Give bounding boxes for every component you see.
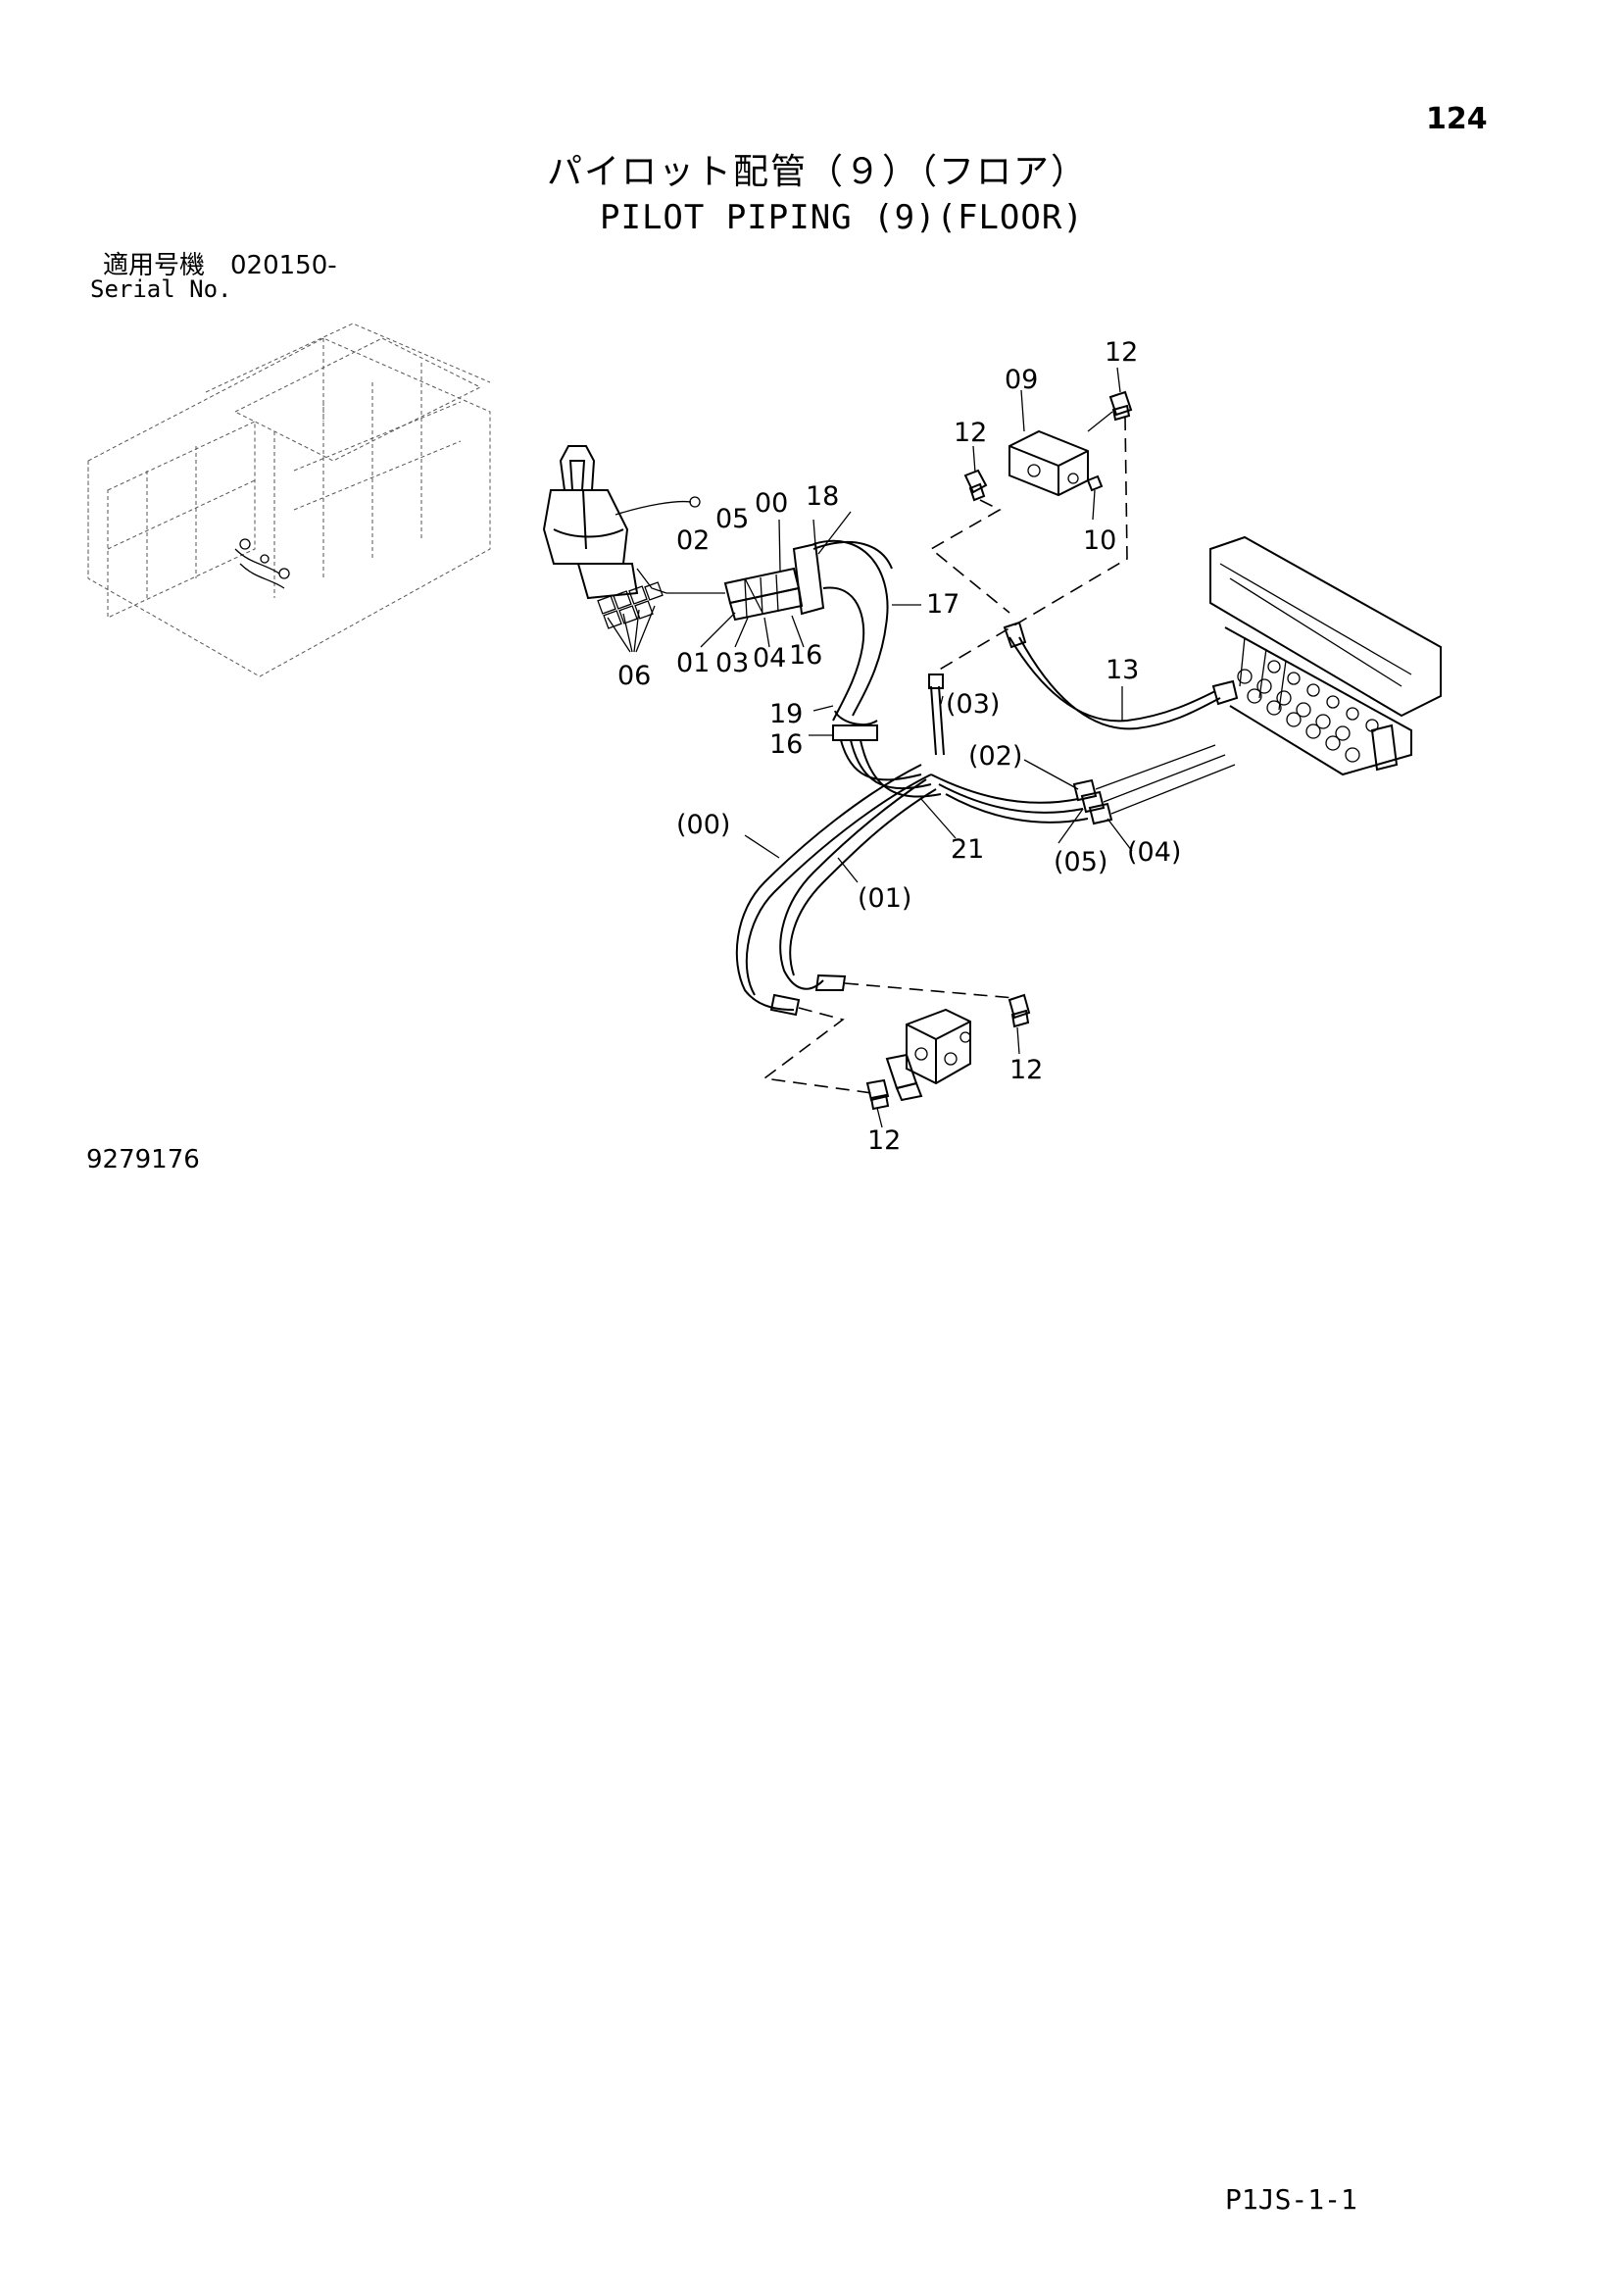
part-label-04-paren: (04) <box>1127 837 1181 868</box>
part-label-21: 21 <box>951 834 984 865</box>
part-label-12: 12 <box>1105 337 1138 368</box>
part-label-02-paren: (02) <box>968 741 1022 772</box>
document-number: 9279176 <box>86 1145 200 1174</box>
part-label-12: 12 <box>954 418 987 448</box>
block-09-assembly <box>929 390 1133 673</box>
part-label-18: 18 <box>806 481 839 512</box>
label-leaders <box>700 367 1133 1128</box>
part-label-01: 01 <box>676 648 710 678</box>
part-label-00-paren: (00) <box>676 810 730 840</box>
hose-end-fittings <box>1072 744 1236 825</box>
part-label-03: 03 <box>715 648 749 678</box>
part-label-03-paren: (03) <box>946 689 1000 720</box>
footer-code: P1JS-1-1 <box>1225 2183 1357 2216</box>
title-japanese: パイロット配管（９）（フロア） <box>547 152 1089 192</box>
part-label-16: 16 <box>769 729 803 760</box>
machine-overview-sketch <box>87 323 491 677</box>
part-label-12: 12 <box>867 1125 901 1156</box>
serial-no-label: Serial No. <box>90 275 232 303</box>
part-label-00: 00 <box>755 488 788 519</box>
serial-applicable-label: 適用号機 020150- <box>103 251 337 280</box>
part-label-01-paren: (01) <box>858 883 911 914</box>
lower-valve-block <box>762 982 1031 1111</box>
part-label-09: 09 <box>1005 365 1038 395</box>
pilot-valve-joystick <box>542 445 725 653</box>
page-number: 124 <box>1426 102 1488 136</box>
part-label-02: 02 <box>676 525 710 556</box>
hose-13 <box>1003 621 1239 730</box>
part-label-06: 06 <box>617 661 651 691</box>
part-labels: 12 09 12 10 05 00 18 02 17 01 03 04 16 0… <box>617 337 1181 1156</box>
part-label-12: 12 <box>1009 1055 1043 1085</box>
title-english: PILOT PIPING (9)(FLOOR) <box>600 198 1084 237</box>
part-label-05-paren: (05) <box>1054 847 1107 877</box>
pilot-hoses <box>735 674 1089 1017</box>
part-label-19: 19 <box>769 699 803 729</box>
part-label-17: 17 <box>926 589 959 620</box>
control-valve-block <box>1209 535 1442 776</box>
part-label-13: 13 <box>1106 655 1139 685</box>
part-label-04: 04 <box>753 643 786 674</box>
part-label-05: 05 <box>715 504 749 534</box>
part-label-16: 16 <box>789 640 822 671</box>
part-label-10: 10 <box>1083 525 1116 556</box>
